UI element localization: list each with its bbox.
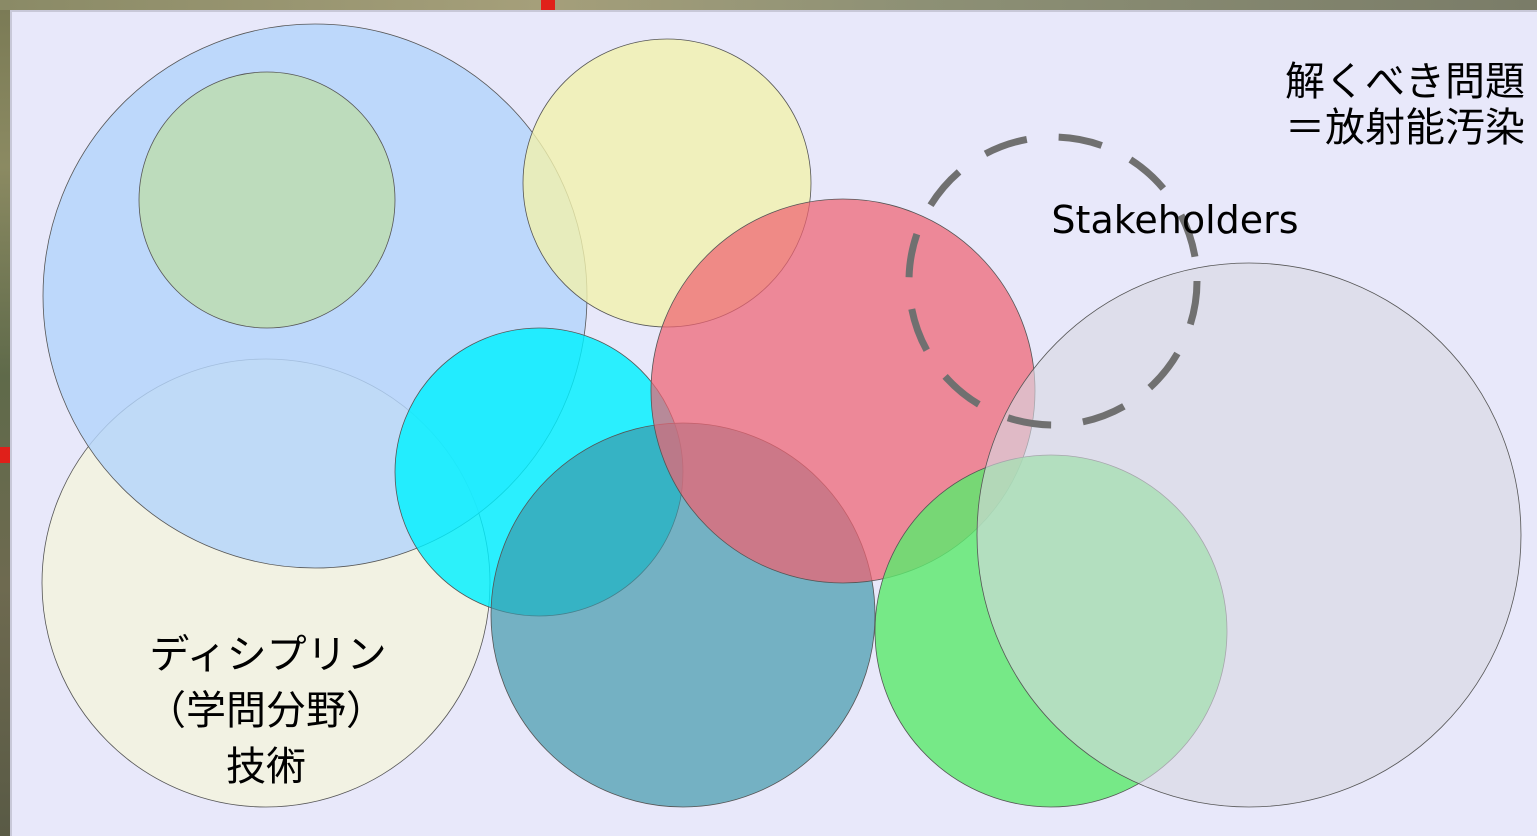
red-marker-left: [0, 447, 10, 463]
problem-label-line1: 解くべき問題: [1285, 59, 1525, 105]
green-inner-circle: [138, 71, 396, 329]
discipline-label-line1: ディシプリン: [149, 632, 386, 678]
discipline-label-line2: （学問分野）: [146, 688, 386, 734]
background-photo-top-edge: [0, 0, 1537, 10]
discipline-label-line3: 技術: [226, 744, 306, 790]
red-marker-top: [541, 0, 555, 10]
stakeholders-label: Stakeholders: [1051, 198, 1298, 242]
problem-label-line2: ＝放射能汚染: [1285, 105, 1525, 151]
stakeholders-dashed-circle: [905, 133, 1201, 429]
gray-circle: [976, 262, 1522, 808]
